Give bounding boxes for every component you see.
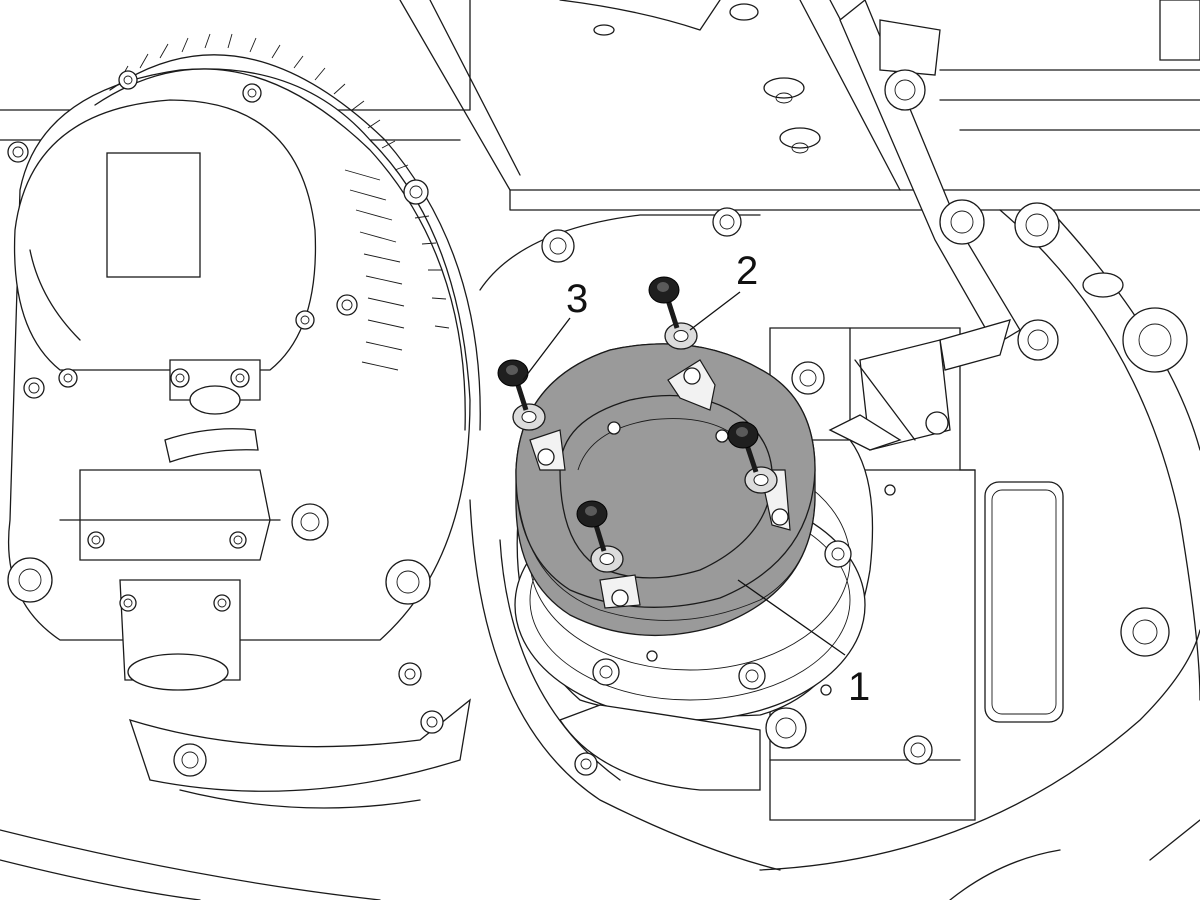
right-bolts (903, 202, 1188, 765)
linkage-arm (828, 0, 1200, 451)
washer (590, 545, 624, 573)
screw (576, 500, 608, 552)
top-plate (559, 0, 821, 154)
washer (744, 466, 778, 494)
callout-label-1: 1 (848, 665, 870, 709)
callouts: 1 2 3 (522, 249, 870, 709)
flange-bolts (541, 207, 896, 776)
screw (497, 359, 529, 411)
motor-assembly (7, 33, 481, 809)
washer (512, 403, 546, 431)
washers (512, 322, 778, 573)
leader-line-3 (522, 317, 571, 381)
cooling-fins (344, 169, 405, 371)
callout-label-2: 2 (736, 249, 758, 293)
screw (727, 421, 759, 473)
leader-line-2 (689, 291, 741, 331)
screw (648, 276, 680, 329)
callout-label-3: 3 (566, 277, 588, 321)
screws (497, 276, 759, 552)
motor-bolts (7, 70, 444, 777)
leader-line-1 (737, 579, 846, 656)
ring-part (515, 343, 816, 637)
washer (664, 322, 698, 350)
